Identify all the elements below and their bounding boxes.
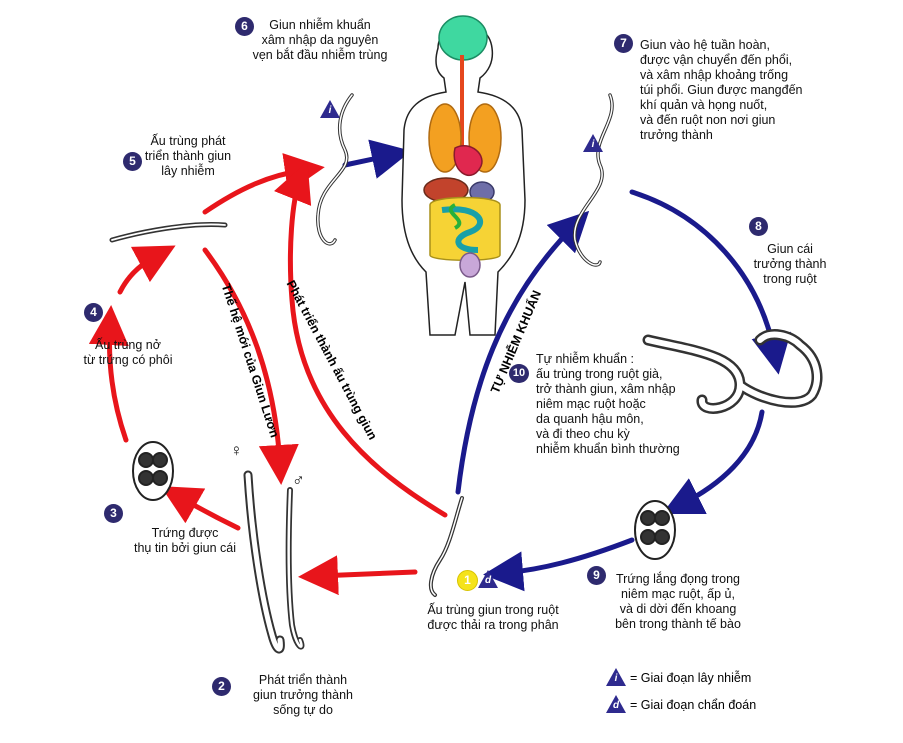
diagnostic-icon-1: d	[478, 570, 498, 588]
badge-4: 4	[84, 303, 103, 322]
worm-female	[243, 470, 285, 654]
infective-icon-6: i	[320, 100, 340, 118]
infective-icon-7: i	[583, 134, 603, 152]
badge-10: 10	[509, 364, 529, 383]
egg-step9	[634, 500, 676, 560]
arrow-4-to-5	[117, 245, 176, 295]
arrow-9-to-1	[483, 537, 635, 592]
arrow-1-to-2	[298, 555, 418, 596]
badge-9: 9	[587, 566, 606, 585]
badge-3: 3	[104, 504, 123, 523]
legend-diagnostic-label: = Giai đoạn chẩn đoán	[630, 698, 757, 712]
legend-infective-icon: i	[606, 668, 626, 686]
blue-cycle-arrows	[342, 139, 791, 592]
egg-step3	[132, 441, 174, 501]
label-step1: Ấu trùng giun trong ruột được thải ra tr…	[427, 603, 559, 632]
badge-5: 5	[123, 152, 142, 171]
badge-8: 8	[749, 217, 768, 236]
worm-step5-inner	[111, 223, 226, 241]
worm-step7	[572, 93, 614, 267]
arrow-2-to-3	[160, 486, 241, 531]
worm-step6-inner	[317, 94, 353, 245]
legend-infective-label: = Giai đoạn lây nhiễm	[630, 671, 752, 685]
label-step4: Ấu trùng nở từ trứng có phôi	[83, 338, 173, 367]
worm-step5	[109, 221, 228, 243]
label-step7: Giun vào hệ tuần hoàn, được vận chuyển đ…	[640, 38, 803, 142]
label-step3: Trứng được thụ tin bởi giun cái	[133, 526, 236, 555]
worm-male-inner	[287, 488, 303, 648]
badge-1: 1	[457, 570, 478, 591]
arrow-3-to-4	[88, 305, 129, 443]
male-symbol: ♂	[292, 471, 305, 490]
arrow-8-to-9	[662, 409, 765, 514]
label-step8: Giun cái trưởng thành trong ruột	[753, 242, 827, 286]
label-step2: Phát triển thành giun trưởng thành sống …	[253, 673, 353, 717]
female-symbol: ♀	[230, 441, 243, 460]
badge-6: 6	[235, 17, 254, 36]
arrow-autoinfection	[455, 210, 590, 495]
legend-diagnostic-icon: d	[606, 695, 626, 713]
label-step10: Tự nhiễm khuẩn : ấu trùng trong ruột già…	[536, 352, 680, 456]
worm-step1-inner	[430, 497, 463, 596]
arrow-6-to-body	[342, 139, 412, 179]
arrow-7-to-8	[629, 189, 791, 375]
human-body	[401, 15, 526, 336]
label-step9: Trứng lắng đọng trong niêm mạc ruột, ấp …	[615, 572, 741, 631]
badge-2: 2	[212, 677, 231, 696]
red-cycle-arrows	[88, 153, 448, 596]
worm-step7-inner	[573, 94, 613, 266]
badge-7: 7	[614, 34, 633, 53]
label-step6: Giun nhiễm khuẩn xâm nhập da nguyên vẹn …	[252, 18, 388, 62]
arrow-develop	[274, 161, 448, 518]
worm-female-inner	[245, 472, 283, 652]
label-step5: Ấu trùng phát triển thành giun lây nhiễm	[144, 134, 232, 178]
worm-adult-female-inner	[645, 331, 820, 412]
arrow-generation	[202, 247, 299, 485]
worms	[109, 93, 823, 654]
